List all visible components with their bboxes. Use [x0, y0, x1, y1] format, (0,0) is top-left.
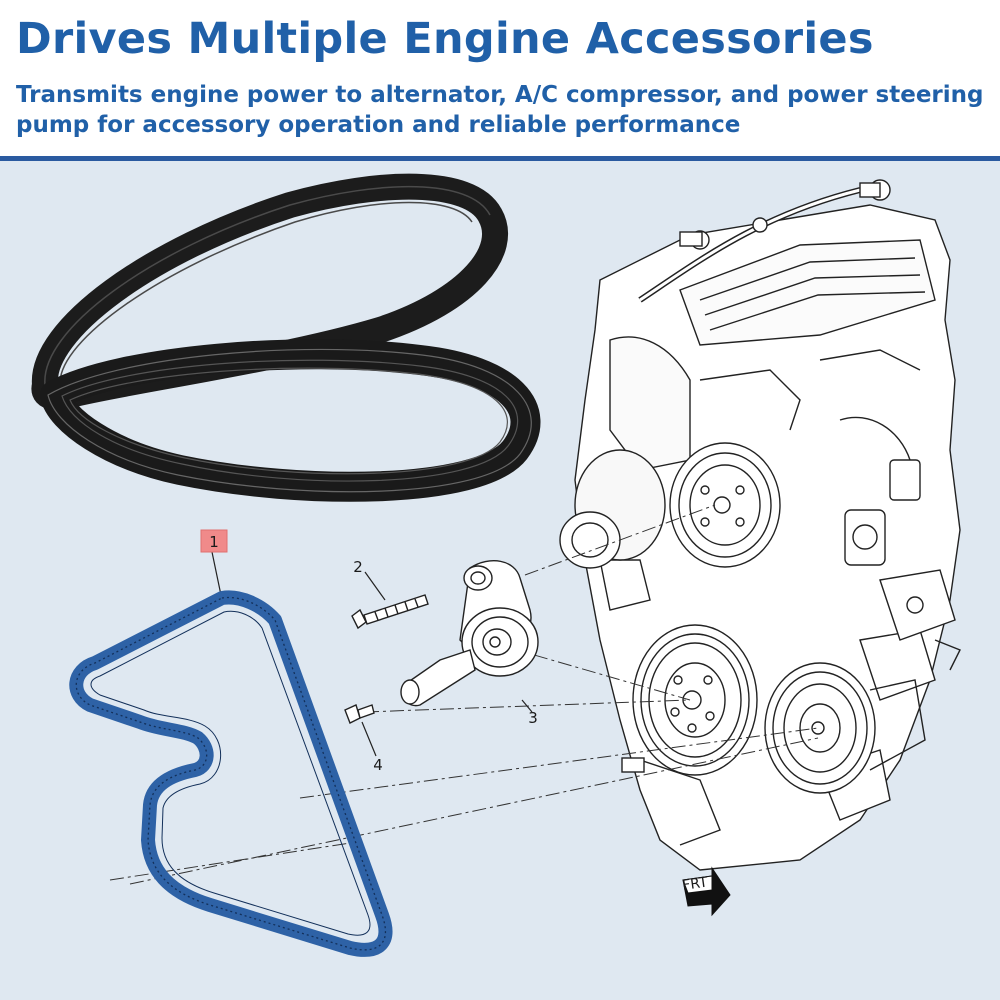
page-subtitle: Transmits engine power to alternator, A/… — [16, 82, 984, 138]
callout-3: 3 — [528, 709, 538, 727]
front-direction-arrow-icon — [682, 866, 731, 917]
callout-box-1 — [200, 529, 228, 553]
diagram-canvas: 1 2 3 4 FRT — [0, 161, 1000, 1000]
diagram-svg: 1 2 3 4 FRT — [31, 173, 961, 957]
front-marker-label: FRT — [681, 875, 709, 894]
header: Drives Multiple Engine Accessories Trans… — [0, 0, 1000, 158]
belt-photo — [31, 173, 541, 502]
callout-4: 4 — [373, 756, 383, 774]
header-divider — [0, 156, 1000, 161]
tensioner-assembly — [344, 560, 539, 724]
engine-drawing — [559, 179, 961, 871]
page-title: Drives Multiple Engine Accessories — [16, 14, 874, 64]
serpentine-belt-routing-icon — [69, 590, 393, 957]
callout-2: 2 — [353, 558, 363, 576]
callout-1: 1 — [209, 533, 219, 551]
